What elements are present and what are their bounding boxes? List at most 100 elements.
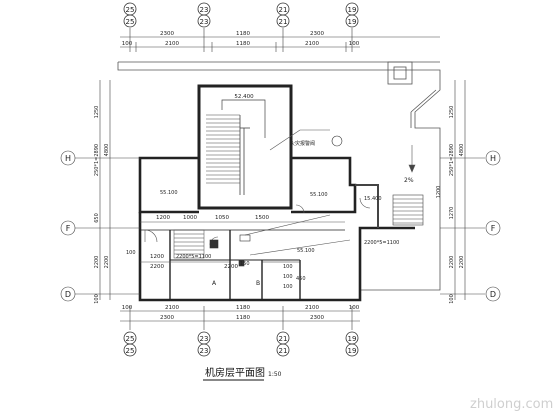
level-mark: 52.400 (234, 94, 254, 100)
building-walls (138, 84, 415, 302)
dimension-label: 650 (94, 213, 100, 223)
dimension-label: 1250 (94, 106, 100, 119)
dimension-label: 100 (283, 284, 293, 290)
dimension-label: 1500 (255, 215, 269, 221)
watermark: zhulong.com (470, 397, 553, 412)
axis-bubble (345, 14, 359, 28)
level-mark: 55.100 (297, 248, 315, 254)
zone-label: A (212, 280, 217, 287)
equipment-label: 火灾报警阀 (290, 140, 315, 147)
left-axis (60, 80, 140, 302)
dimension-label: 2300 (160, 315, 174, 321)
axis-label: 19 (348, 335, 357, 343)
left-room-wall (138, 156, 199, 214)
dimension-label: 1180 (236, 41, 250, 47)
top-dimension-lines (120, 28, 440, 52)
axis-bubble (485, 220, 501, 236)
axis-label: 23 (200, 6, 209, 14)
stair-core-wall (197, 84, 293, 210)
bottom-axis-text: 25 25 23 23 21 21 19 19 (126, 335, 357, 355)
right-stair (355, 184, 424, 228)
dimension-label: 2200 (449, 256, 455, 269)
dimension-label: 100 (122, 305, 133, 311)
axis-label: 19 (348, 18, 357, 26)
axis-label: 21 (279, 18, 288, 26)
dimension-label: 100 (122, 41, 133, 47)
right-axis (440, 80, 501, 302)
door-swing (144, 229, 158, 243)
dimension-label: 2200 (150, 264, 164, 270)
drawing-title-block: 机房层平面图 1:50 (203, 366, 282, 381)
right-room-wall (291, 156, 357, 214)
dimension-label: 250*1=2890 (94, 144, 100, 176)
dimension-label: 1180 (236, 31, 250, 37)
main-stair-treads (206, 99, 266, 195)
bottom-dimension-lines (120, 306, 360, 330)
level-mark: 55.100 (310, 192, 328, 198)
zone-label: B (256, 280, 260, 287)
dimension-label: 2200*5=1100 (364, 240, 399, 246)
drainage-lines (244, 129, 416, 256)
axis-bubble (485, 150, 501, 166)
drawing-title: 机房层平面图 (205, 366, 265, 379)
axis-label: 25 (126, 335, 135, 343)
door-swing (359, 197, 371, 209)
dimension-label: 150 (240, 261, 250, 267)
drawing-scale: 1:50 (268, 371, 282, 378)
level-mark: 55.100 (160, 190, 178, 196)
interior-dimensions: 1200 1000 1050 1500 1200 2200 2200 2200*… (126, 215, 399, 290)
dimension-label: 2100 (165, 305, 179, 311)
dimension-label: 2100 (305, 41, 319, 47)
dimension-label: 1270 (449, 207, 455, 220)
axis-label: 19 (348, 6, 357, 14)
dimension-label: 100 (349, 305, 360, 311)
dimension-label: 100 (283, 264, 293, 270)
callout-marker (331, 135, 343, 147)
axis-bubble (123, 14, 137, 28)
dimension-label: 100 (94, 294, 100, 304)
dimension-label: 2200 (224, 264, 238, 270)
axis-label: 19 (348, 347, 357, 355)
dimension-label: 1200 (156, 215, 170, 221)
dimension-label: 100 (449, 294, 455, 304)
dimension-label: 1000 (183, 215, 197, 221)
axis-label: 23 (200, 335, 209, 343)
lower-left-stair (173, 229, 205, 259)
slope-label: 2% (404, 177, 414, 184)
axis-label: 23 (200, 347, 209, 355)
dimension-label: 2300 (310, 315, 324, 321)
dimension-label: 1050 (215, 215, 229, 221)
axis-label: D (490, 290, 496, 299)
axis-label: H (65, 154, 71, 163)
dimension-label: 100 (126, 250, 136, 256)
axis-label: D (65, 290, 71, 299)
axis-label: 25 (126, 6, 135, 14)
axis-label: 21 (279, 335, 288, 343)
door-swing (295, 204, 305, 214)
dimension-label: 2300 (310, 31, 324, 37)
dimension-label: 1200 (436, 186, 442, 199)
dimension-label: 1180 (236, 305, 250, 311)
dimension-label: 250*1=2890 (449, 144, 455, 176)
dimension-label: 2200 (104, 256, 110, 269)
axis-label: F (491, 224, 496, 233)
axis-label: 21 (279, 6, 288, 14)
dimension-label: 450 (296, 276, 306, 282)
dimension-label: 2100 (305, 305, 319, 311)
bottom-dimension-text: 100 2100 1180 2100 100 2300 1180 2300 (122, 305, 360, 321)
dimension-label: 4800 (104, 144, 110, 157)
door-swings (144, 197, 371, 246)
dimension-label: 1200 (150, 254, 164, 260)
dimension-label: 2100 (165, 41, 179, 47)
top-dimension-text: 2300 1180 2300 100 2100 1180 2100 100 (122, 31, 360, 47)
dimension-label: 1180 (236, 315, 250, 321)
right-axis-text: H F D 1250 4800 250*1=2890 1200 1270 220… (436, 106, 496, 304)
axis-label: 25 (126, 18, 135, 26)
dimension-label: 100 (349, 41, 360, 47)
markers (209, 135, 343, 267)
axis-bubble (276, 14, 290, 28)
bottom-axis-bubbles (123, 331, 359, 357)
level-mark: 15.400 (364, 196, 382, 202)
